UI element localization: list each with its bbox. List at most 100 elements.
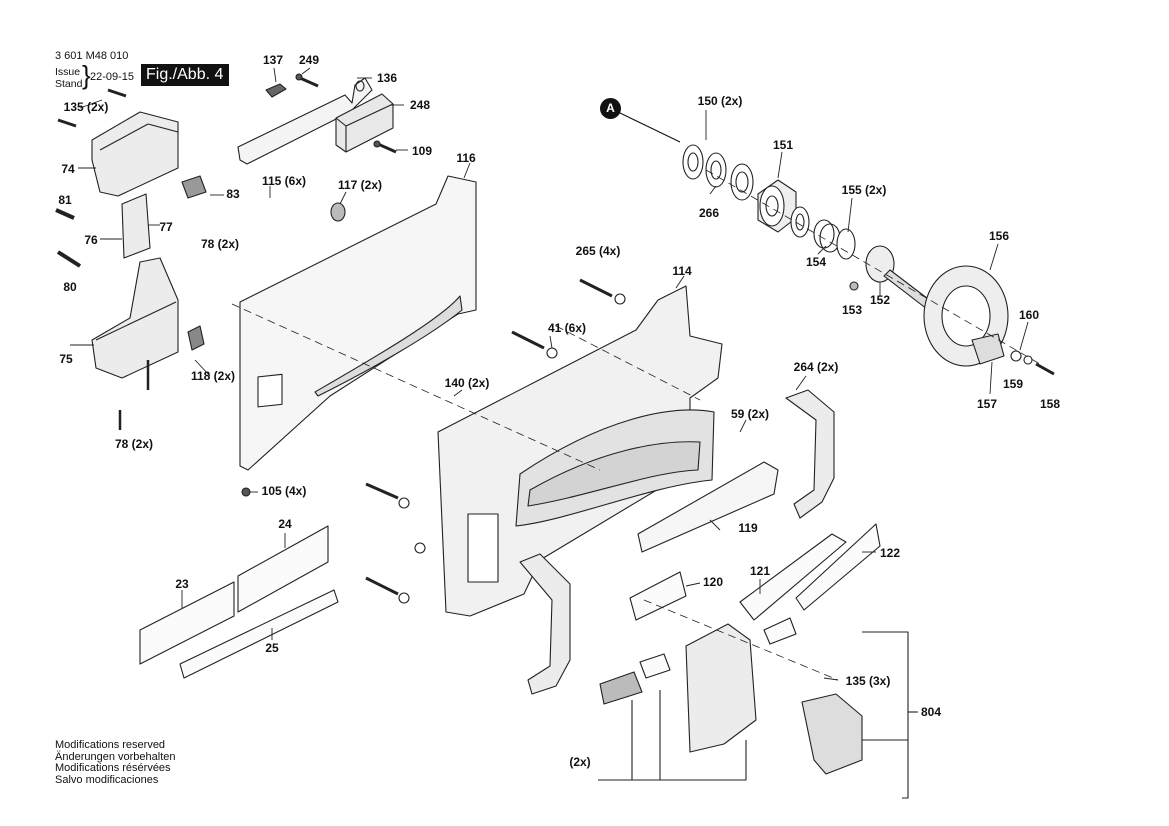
- washer-150a: [682, 144, 704, 180]
- clip-137: [265, 83, 287, 98]
- callout-24: 24: [278, 517, 292, 531]
- callout-135b: 135 (3x): [845, 674, 891, 688]
- callout-78b: 78 (2x): [114, 437, 154, 451]
- callout-117: 117 (2x): [337, 178, 383, 192]
- callout-804: 804: [920, 705, 942, 719]
- issue-label: Issue Stand: [55, 66, 83, 90]
- bracket-line-804: [862, 631, 909, 799]
- bolts-265: [365, 278, 613, 596]
- washers-41: [398, 293, 626, 604]
- callout-81: 81: [58, 193, 72, 207]
- washer-150b: [705, 152, 727, 188]
- modifications-line-de: Änderungen vorbehalten: [55, 750, 176, 763]
- callout-78a: 78 (2x): [200, 237, 240, 251]
- panel-114: [437, 285, 723, 617]
- callout-150: 150 (2x): [697, 94, 743, 108]
- callout-136: 136: [376, 71, 398, 85]
- housing-74: [91, 111, 179, 197]
- callout-137: 137: [262, 53, 284, 67]
- brace-glyph: }: [82, 60, 91, 90]
- pin-153: [849, 281, 859, 291]
- screw-109: [373, 140, 397, 154]
- washer-155a: [790, 206, 810, 238]
- callout-266: 266: [698, 206, 720, 220]
- callout-2x: (2x): [569, 755, 591, 769]
- callout-152: 152: [869, 293, 891, 307]
- callout-109: 109: [411, 144, 433, 158]
- callout-80: 80: [63, 280, 77, 294]
- callout-159: 159: [1002, 377, 1024, 391]
- bracket-136: [237, 77, 373, 165]
- callout-122: 122: [879, 546, 901, 560]
- callout-119: 119: [738, 521, 758, 535]
- callout-135a: 135 (2x): [63, 100, 109, 114]
- clip-83: [181, 175, 207, 199]
- decal-122: [795, 523, 881, 611]
- screw-249: [295, 73, 319, 88]
- callout-120: 120: [702, 575, 724, 589]
- callout-114: 114: [672, 264, 692, 278]
- callout-59: 59 (2x): [730, 407, 770, 421]
- decal-23: [139, 581, 235, 665]
- leader-a: [617, 111, 681, 143]
- callout-140: 140 (2x): [444, 376, 490, 390]
- washer-155b: [836, 228, 856, 260]
- callout-157: 157: [976, 397, 998, 411]
- block-248: [335, 93, 394, 153]
- modifications-notice: Modifications reserved Änderungen vorbeh…: [55, 739, 176, 786]
- housing-75: [91, 257, 179, 379]
- callout-25: 25: [265, 641, 279, 655]
- decal-24: [237, 525, 329, 613]
- label-120: [629, 571, 687, 621]
- bracket-264b: [519, 553, 571, 695]
- sleeve-151: [757, 179, 797, 233]
- modifications-line-fr: Modifications résérvées: [55, 762, 171, 774]
- callout-248: 248: [409, 98, 431, 112]
- strip-25: [179, 589, 339, 679]
- modifications-line-es: Salvo modificaciones: [55, 773, 159, 786]
- callout-153: 153: [841, 303, 863, 317]
- callout-265: 265 (4x): [575, 244, 621, 258]
- callout-75: 75: [59, 352, 73, 366]
- assembly-axes: [231, 169, 1041, 681]
- callout-83: 83: [226, 187, 240, 201]
- callout-118: 118 (2x): [190, 369, 236, 383]
- callout-151: 151: [772, 138, 794, 152]
- spring-154: [813, 219, 841, 253]
- plate-76: [121, 193, 151, 259]
- leader-lines: [70, 67, 1029, 681]
- washer-266: [730, 163, 754, 201]
- callout-160: 160: [1018, 308, 1040, 322]
- callout-155: 155 (2x): [841, 183, 887, 197]
- callout-23: 23: [175, 577, 189, 591]
- callout-115: 115 (6x): [261, 174, 307, 188]
- issue-date: 22-09-15: [90, 71, 135, 83]
- scale-119: [637, 461, 779, 553]
- washer-159: [1010, 350, 1022, 362]
- decal-121: [739, 533, 847, 621]
- callout-121: 121: [749, 564, 771, 578]
- figure-label: Fig./Abb. 4: [141, 64, 230, 86]
- callout-156: 156: [988, 229, 1010, 243]
- bolt-80: [56, 250, 82, 268]
- callout-249: 249: [298, 53, 320, 67]
- callout-76: 76: [84, 233, 98, 247]
- callout-41: 41 (6x): [547, 321, 587, 335]
- callout-74: 74: [61, 162, 75, 176]
- screw-81: [55, 208, 75, 220]
- part-number: 3 601 M48 010: [55, 50, 129, 62]
- plate-116: [239, 175, 477, 471]
- screws-135: [57, 88, 127, 128]
- callout-154: 154: [805, 255, 827, 269]
- knob-118: [187, 325, 205, 351]
- callout-77: 77: [159, 220, 173, 234]
- callout-116: 116: [456, 151, 476, 165]
- callout-158: 158: [1039, 397, 1061, 411]
- bracket-264a: [785, 389, 835, 519]
- callout-105: 105 (4x): [261, 484, 307, 498]
- callout-264: 264 (2x): [793, 360, 839, 374]
- washer-160: [1023, 355, 1033, 365]
- knob-117: [330, 202, 346, 222]
